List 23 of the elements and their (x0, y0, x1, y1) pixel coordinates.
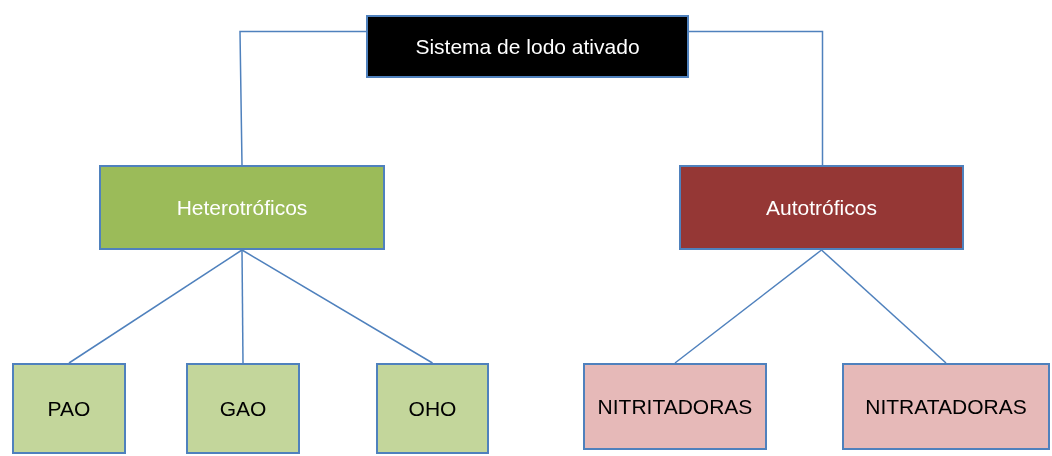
node-label: OHO (408, 396, 457, 421)
connector-line (241, 249, 244, 364)
connector-line (241, 249, 434, 364)
group-box (376, 363, 489, 454)
category-box (679, 165, 964, 250)
node-label: Heterotróficos (176, 195, 308, 220)
connector-line (68, 249, 243, 364)
node-label: NITRITADORAS (597, 394, 753, 419)
category-box (99, 165, 385, 250)
connector-line (239, 30, 367, 166)
connector-line (820, 249, 947, 364)
connector-line (674, 249, 823, 364)
group-box (583, 363, 767, 450)
node-label: Sistema de lodo ativado (415, 34, 640, 59)
title-box (366, 15, 689, 78)
node-label: PAO (47, 396, 91, 421)
group-box (12, 363, 126, 454)
connector-line (688, 30, 824, 166)
node-label: Autotróficos (766, 195, 877, 220)
node-label: NITRATADORAS (865, 394, 1027, 419)
node-label: GAO (219, 396, 267, 421)
group-box (186, 363, 300, 454)
group-box (842, 363, 1050, 450)
